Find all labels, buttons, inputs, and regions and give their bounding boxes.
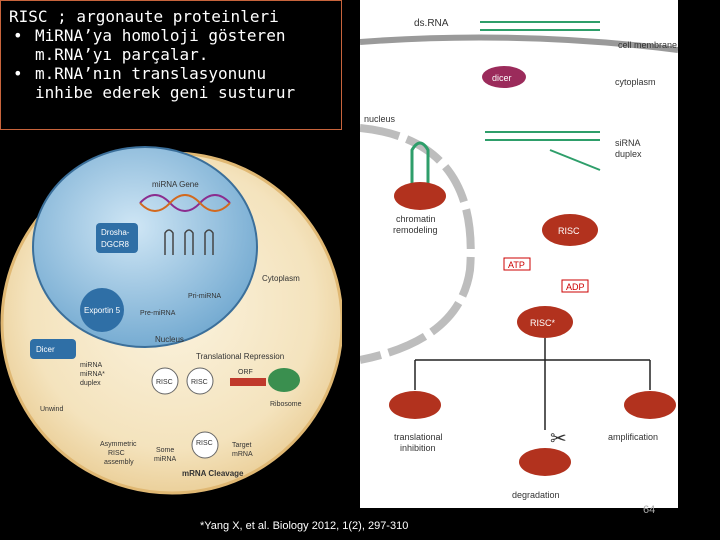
pri-mirna-hairpins	[164, 229, 214, 255]
risc-circles	[151, 367, 219, 459]
risc-star-label: RISC*	[530, 318, 556, 328]
sirna-duplex-strands	[485, 131, 601, 171]
mirna-duplex-label: duplex	[80, 380, 101, 387]
exportin-label: Exportin 5	[84, 306, 121, 315]
sirna-duplex-label: siRNA	[615, 138, 641, 148]
sirna-diagram: ds.RNA cell membrane dicer cytoplasm nuc…	[359, 18, 679, 500]
nucleus-shape	[32, 146, 258, 348]
bullet-list: MiRNA’ya homoloji gösteren m.RNA’yı parç…	[9, 26, 333, 102]
cytoplasm-label: Cytoplasm	[262, 274, 300, 283]
mirna-duplex-label: miRNA*	[80, 371, 105, 378]
chromatin-risc-shape	[394, 182, 446, 210]
unwind-label: Unwind	[40, 406, 63, 413]
dicer-shape	[482, 66, 526, 88]
bullet-item: MiRNA’ya homoloji gösteren m.RNA’yı parç…	[9, 26, 333, 64]
degradation-label: degradation	[512, 490, 560, 500]
adp-label: ADP	[566, 282, 585, 292]
atp-box	[503, 257, 531, 271]
risc-label: RISC	[191, 379, 208, 386]
risc-shape	[542, 214, 598, 246]
atp-label: ATP	[508, 260, 525, 270]
drosha-box	[96, 223, 138, 253]
dicer-label: Dicer	[36, 345, 55, 354]
drosha-label: Drosha-	[101, 228, 130, 237]
dsrna-label: ds.RNA	[414, 18, 449, 29]
orf-label: ORF	[238, 369, 253, 376]
translational-inhibition-label: inhibition	[400, 443, 436, 453]
mirna-biogenesis-figure: miRNA Gene Drosha- DGCR8 Pri-miRNA Cytop…	[0, 135, 344, 510]
cell-membrane-label: cell membrane	[618, 40, 677, 50]
dicer-label: dicer	[492, 73, 512, 83]
translational-repression-label: Translational Repression	[196, 352, 284, 361]
ribosome-label: Ribosome	[270, 401, 302, 408]
nuclear-envelope	[359, 124, 475, 364]
pri-mirna-label: Pri-miRNA	[188, 293, 221, 300]
asymmetric-risc-label: Asymmetric	[100, 441, 137, 448]
dsrna-strands	[480, 21, 600, 31]
cell-membrane-line	[359, 34, 679, 53]
translational-inhibition-shape	[389, 391, 441, 419]
nucleus-label: nucleus	[364, 114, 396, 124]
orf-bar	[230, 378, 266, 386]
degradation-shape	[519, 448, 571, 476]
mrna-cleavage-label: mRNA Cleavage	[182, 469, 244, 478]
mirna-duplex-label: miRNA	[80, 362, 102, 369]
citation: *Yang X, et al. Biology 2012, 1(2), 297-…	[200, 520, 409, 532]
asymmetric-risc-label: RISC	[108, 450, 125, 457]
slide-title: RISC ; argonaute proteinleri	[9, 7, 279, 26]
scissors-icon: ✂	[550, 428, 567, 450]
dicer-box	[30, 339, 76, 359]
adp-box	[561, 279, 589, 293]
chromatin-remodeling-label: chromatin	[396, 214, 436, 224]
page-number: 64	[643, 504, 656, 516]
amplification-label: amplification	[608, 432, 658, 442]
target-mrna-label: Target	[232, 442, 252, 449]
risc-label: RISC	[558, 226, 580, 236]
mirna-diagram: miRNA Gene Drosha- DGCR8 Pri-miRNA Cytop…	[0, 146, 344, 495]
pathway-arrows	[414, 338, 651, 430]
exportin-circle	[80, 288, 124, 332]
hairpin-shape	[410, 141, 430, 190]
risc-label: RISC	[196, 440, 213, 447]
asymmetric-risc-label: assembly	[104, 459, 134, 466]
sirna-pathway-figure: ds.RNA cell membrane dicer cytoplasm nuc…	[359, 0, 679, 508]
chromatin-remodeling-label: remodeling	[393, 225, 438, 235]
dgcr8-label: DGCR8	[101, 240, 130, 249]
some-mirna-label: miRNA	[154, 456, 176, 463]
text-box: RISC ; argonaute proteinleri MiRNA’ya ho…	[0, 0, 342, 130]
dna-helix	[139, 194, 231, 212]
cytoplasm-label: cytoplasm	[615, 77, 656, 87]
nucleus-label: Nucleus	[155, 335, 184, 344]
pre-mirna-label: Pre-miRNA	[140, 310, 176, 317]
sirna-duplex-label: duplex	[615, 149, 642, 159]
amplification-shape	[624, 391, 676, 419]
risc-label: RISC	[156, 379, 173, 386]
translational-inhibition-label: translational	[394, 432, 443, 442]
ribosome-shape	[268, 368, 300, 392]
target-mrna-label: mRNA	[232, 451, 253, 458]
risc-star-shape	[517, 306, 573, 338]
mirna-gene-label: miRNA Gene	[152, 180, 199, 189]
some-mirna-label: Some	[156, 447, 174, 454]
bullet-item: m.RNA’nın translasyonunu inhibe ederek g…	[9, 64, 333, 102]
